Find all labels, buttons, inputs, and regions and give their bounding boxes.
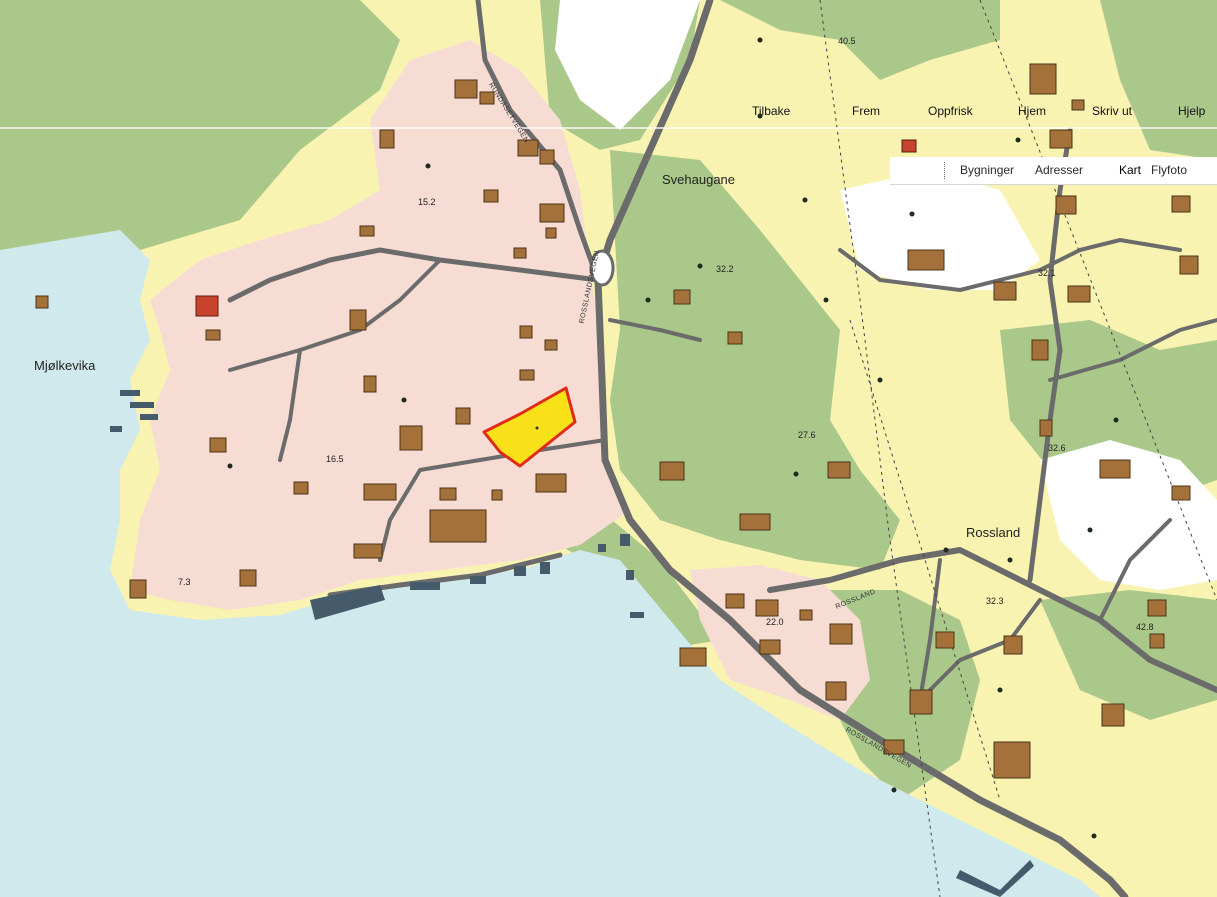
forest-nw [0, 0, 400, 260]
road-west [227, 247, 601, 303]
road-east-spur [1098, 518, 1172, 622]
nav-forward-link[interactable]: Frem [852, 104, 880, 118]
spot-height-7-3: 7.3 [178, 577, 191, 587]
spot-height-27-6: 27.6 [798, 430, 816, 440]
road-se-spur [918, 558, 942, 702]
boundary-lines [819, 0, 1217, 897]
nav-refresh-link[interactable]: Oppfrisk [928, 104, 973, 118]
open-east-1 [840, 170, 1040, 290]
open-east-2 [1040, 440, 1217, 590]
forest-ne-3 [1100, 0, 1217, 160]
piers [110, 390, 1034, 897]
spot-height-22: 22.0 [766, 617, 784, 627]
nav-help-link[interactable]: Hjelp [1178, 104, 1206, 118]
layer-addresses-link[interactable]: Adresser [1035, 163, 1084, 177]
road-branch-2 [278, 348, 302, 462]
spot-height-15-2: 15.2 [418, 197, 436, 207]
nav-home-link[interactable]: Hjem [1018, 104, 1047, 118]
spot-height-32-3: 32.3 [986, 596, 1004, 606]
spot-height-32-6: 32.6 [1048, 443, 1066, 453]
open-river [555, 0, 700, 130]
layer-switcher: Bygninger Adresser Kart Flyfoto [890, 157, 1217, 185]
roads [227, 0, 1217, 897]
road-north-east [1027, 127, 1073, 583]
layer-aerial-link[interactable]: Flyfoto [1151, 163, 1188, 177]
road-rossland [767, 547, 1217, 693]
layer-separator [944, 162, 945, 179]
road-south-branch [928, 598, 1042, 692]
forest-south-right [1040, 590, 1217, 720]
road-internal [378, 438, 607, 562]
road-svehaugane [608, 318, 702, 342]
nav-print-link[interactable]: Skriv ut [1092, 104, 1133, 118]
spot-height-32-2: 32.2 [716, 264, 734, 274]
parcel-marker [535, 426, 539, 430]
forest-east [1000, 320, 1217, 500]
place-label-svehaugane: Svehaugane [662, 172, 736, 187]
road-east-branch [1048, 318, 1217, 382]
spot-height-40-5: 40.5 [838, 36, 856, 46]
spot-height-16-5: 16.5 [326, 454, 344, 464]
open-areas [555, 0, 1217, 590]
layer-map-link[interactable]: Kart [1119, 163, 1142, 177]
selected-parcel [482, 386, 577, 468]
settlement-area [130, 40, 630, 610]
buildings [35, 63, 1199, 779]
forest-ne-2 [720, 0, 1000, 80]
layer-buildings-link[interactable]: Bygninger [960, 163, 1015, 177]
nav-back-link[interactable]: Tilbake [752, 104, 791, 118]
spot-height-32-1: 32.1 [1038, 268, 1056, 278]
place-label-mjolkevika: Mjølkevika [34, 358, 96, 373]
boundary-3 [979, 0, 1217, 601]
roundabout [589, 249, 615, 287]
spot-height-42-8: 42.8 [1136, 622, 1154, 632]
red-buildings [195, 139, 917, 317]
road-east-loop [838, 238, 1182, 292]
place-label-rossland: Rossland [966, 525, 1021, 540]
road-main [594, 276, 1129, 897]
